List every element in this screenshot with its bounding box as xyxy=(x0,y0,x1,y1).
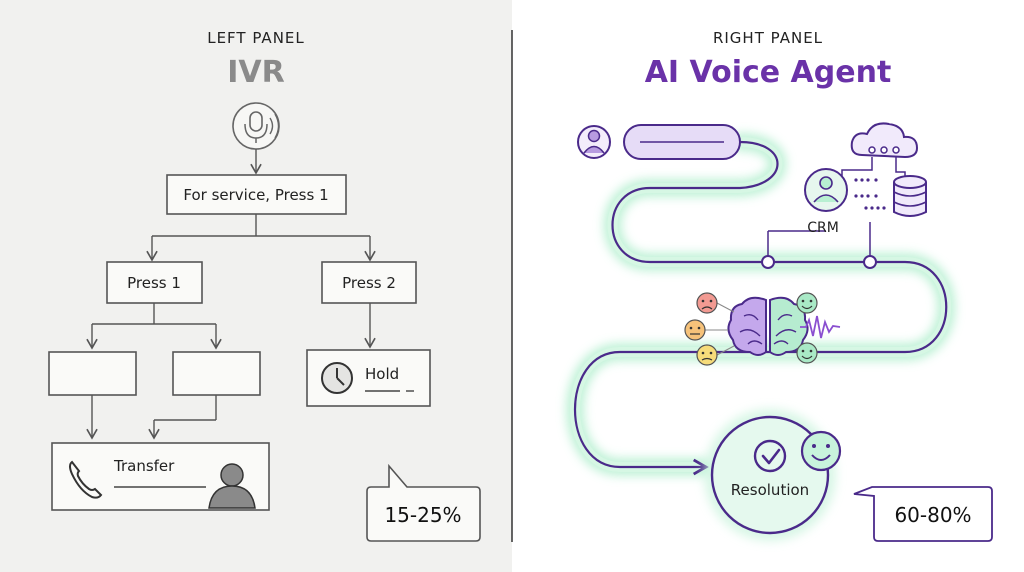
resolution-node xyxy=(704,409,836,541)
option-2-label: Press 2 xyxy=(342,274,396,292)
microphone-icon xyxy=(232,102,280,150)
left-panel-caption: LEFT PANEL xyxy=(207,29,305,47)
menu-prompt-label: For service, Press 1 xyxy=(183,186,328,204)
ivr-stat-value: 15-25% xyxy=(384,503,461,527)
data-link-dots xyxy=(854,178,886,210)
crm-user-icon xyxy=(804,168,848,212)
neutral-face-icon xyxy=(684,319,706,341)
ai-stat-bubble xyxy=(853,486,993,542)
ivr-connectors xyxy=(86,149,376,440)
conversation-path xyxy=(566,133,956,476)
resolution-label: Resolution xyxy=(731,481,809,499)
option-1-label: Press 1 xyxy=(127,274,181,292)
path-node-right xyxy=(863,255,877,269)
left-panel-title: IVR xyxy=(227,55,284,90)
hold-box xyxy=(306,349,431,407)
check-circle-icon xyxy=(753,439,787,473)
transfer-label: Transfer xyxy=(113,457,175,475)
voice-waveform-icon xyxy=(800,315,841,339)
happy-face-icon xyxy=(796,292,818,314)
right-panel-title: AI Voice Agent xyxy=(645,55,892,90)
menu-prompt-box xyxy=(166,174,347,215)
cloud-icon xyxy=(850,122,919,159)
sub-option-box-left xyxy=(48,351,137,396)
ai-stat-value: 60-80% xyxy=(894,503,971,527)
brain-icon xyxy=(727,296,809,356)
path-node-left xyxy=(761,255,775,269)
right-panel-caption: RIGHT PANEL xyxy=(713,29,823,47)
unhappy-face-icon xyxy=(696,344,718,366)
option-1-box xyxy=(106,261,203,304)
clock-icon xyxy=(321,362,353,394)
crm-label: CRM xyxy=(807,220,839,236)
sub-option-box-right xyxy=(172,351,261,396)
caller-avatar-icon xyxy=(577,125,611,159)
satisfied-face-icon xyxy=(800,430,842,472)
agent-silhouette-icon xyxy=(208,463,256,509)
option-2-box xyxy=(321,261,417,304)
ivr-stat-bubble xyxy=(366,463,481,542)
angry-face-icon xyxy=(696,292,718,314)
database-icon xyxy=(893,175,927,217)
phone-icon xyxy=(69,460,103,499)
content-face-icon xyxy=(796,342,818,364)
hold-label: Hold xyxy=(365,365,399,383)
